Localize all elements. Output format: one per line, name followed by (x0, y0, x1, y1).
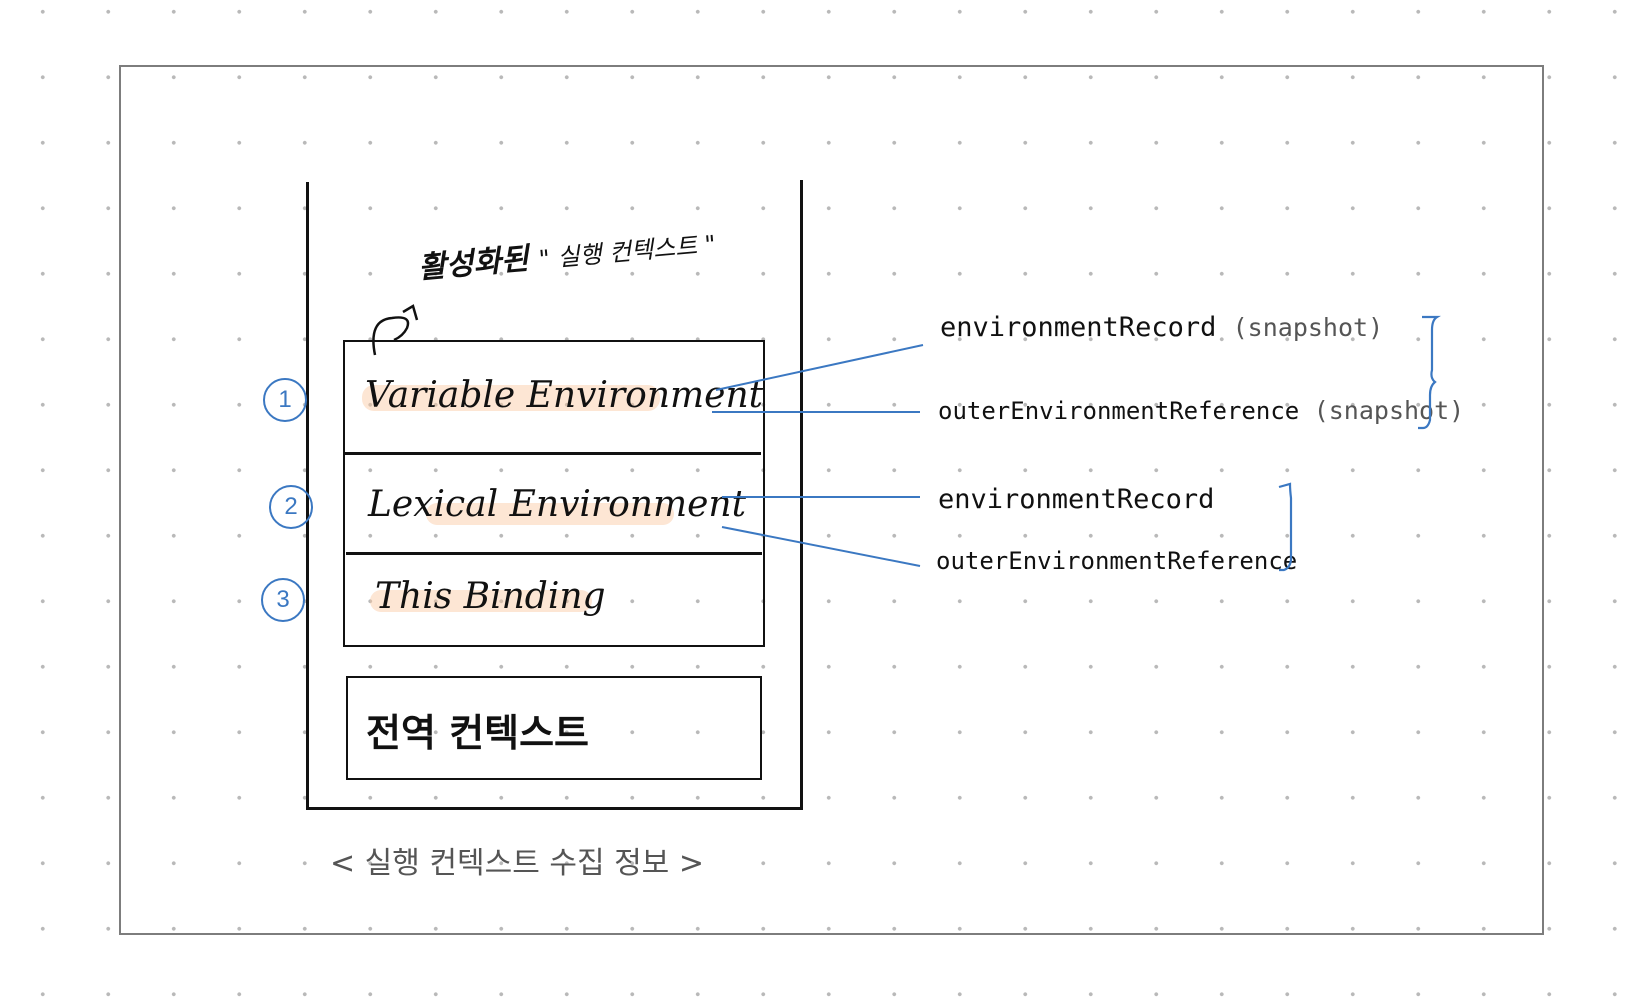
stack-right-wall (800, 180, 803, 810)
variable-environment-label: Variable Environment (365, 375, 764, 416)
lexical-env-record-label: environmentRecord (938, 484, 1215, 515)
variable-env-record-label: environmentRecord (snapshot) (940, 312, 1383, 343)
number-3-badge: 3 (261, 578, 305, 622)
variable-env-record-note: (snapshot) (1232, 313, 1384, 342)
global-context-label: 전역 컨텍스트 (366, 711, 589, 755)
lexical-env-outer-line (721, 526, 921, 567)
this-binding-label: This Binding (375, 576, 606, 617)
row-divider-2 (346, 552, 762, 555)
active-context-arrow-head (402, 304, 419, 321)
variable-env-outer-name: outerEnvironmentReference (938, 397, 1300, 425)
number-1-badge: 1 (263, 378, 307, 422)
global-context-box (346, 676, 762, 780)
variable-env-record-name: environmentRecord (940, 312, 1217, 343)
lexical-environment-label: Lexical Environment (368, 484, 747, 525)
variable-env-highlight (362, 385, 660, 411)
diagram-frame (119, 65, 1544, 935)
lexical-env-highlight (426, 503, 674, 525)
variable-env-record-line (715, 344, 924, 391)
variable-env-outer-label: outerEnvironmentReference (snapshot) (938, 396, 1464, 425)
active-context-box (343, 340, 765, 647)
number-2-badge: 2 (269, 485, 313, 529)
active-context-arrow (372, 316, 410, 356)
diagram-caption: < 실행 컨텍스트 수집 정보 > (330, 846, 704, 881)
variable-env-bracket (1418, 315, 1441, 430)
lexical-env-outer-label: outerEnvironmentReference (936, 547, 1298, 575)
variable-env-outer-note: (snapshot) (1313, 396, 1465, 425)
lexical-env-bracket (1278, 482, 1293, 572)
row-divider-1 (345, 452, 761, 455)
stack-bottom (306, 807, 803, 810)
this-binding-highlight (370, 590, 592, 612)
